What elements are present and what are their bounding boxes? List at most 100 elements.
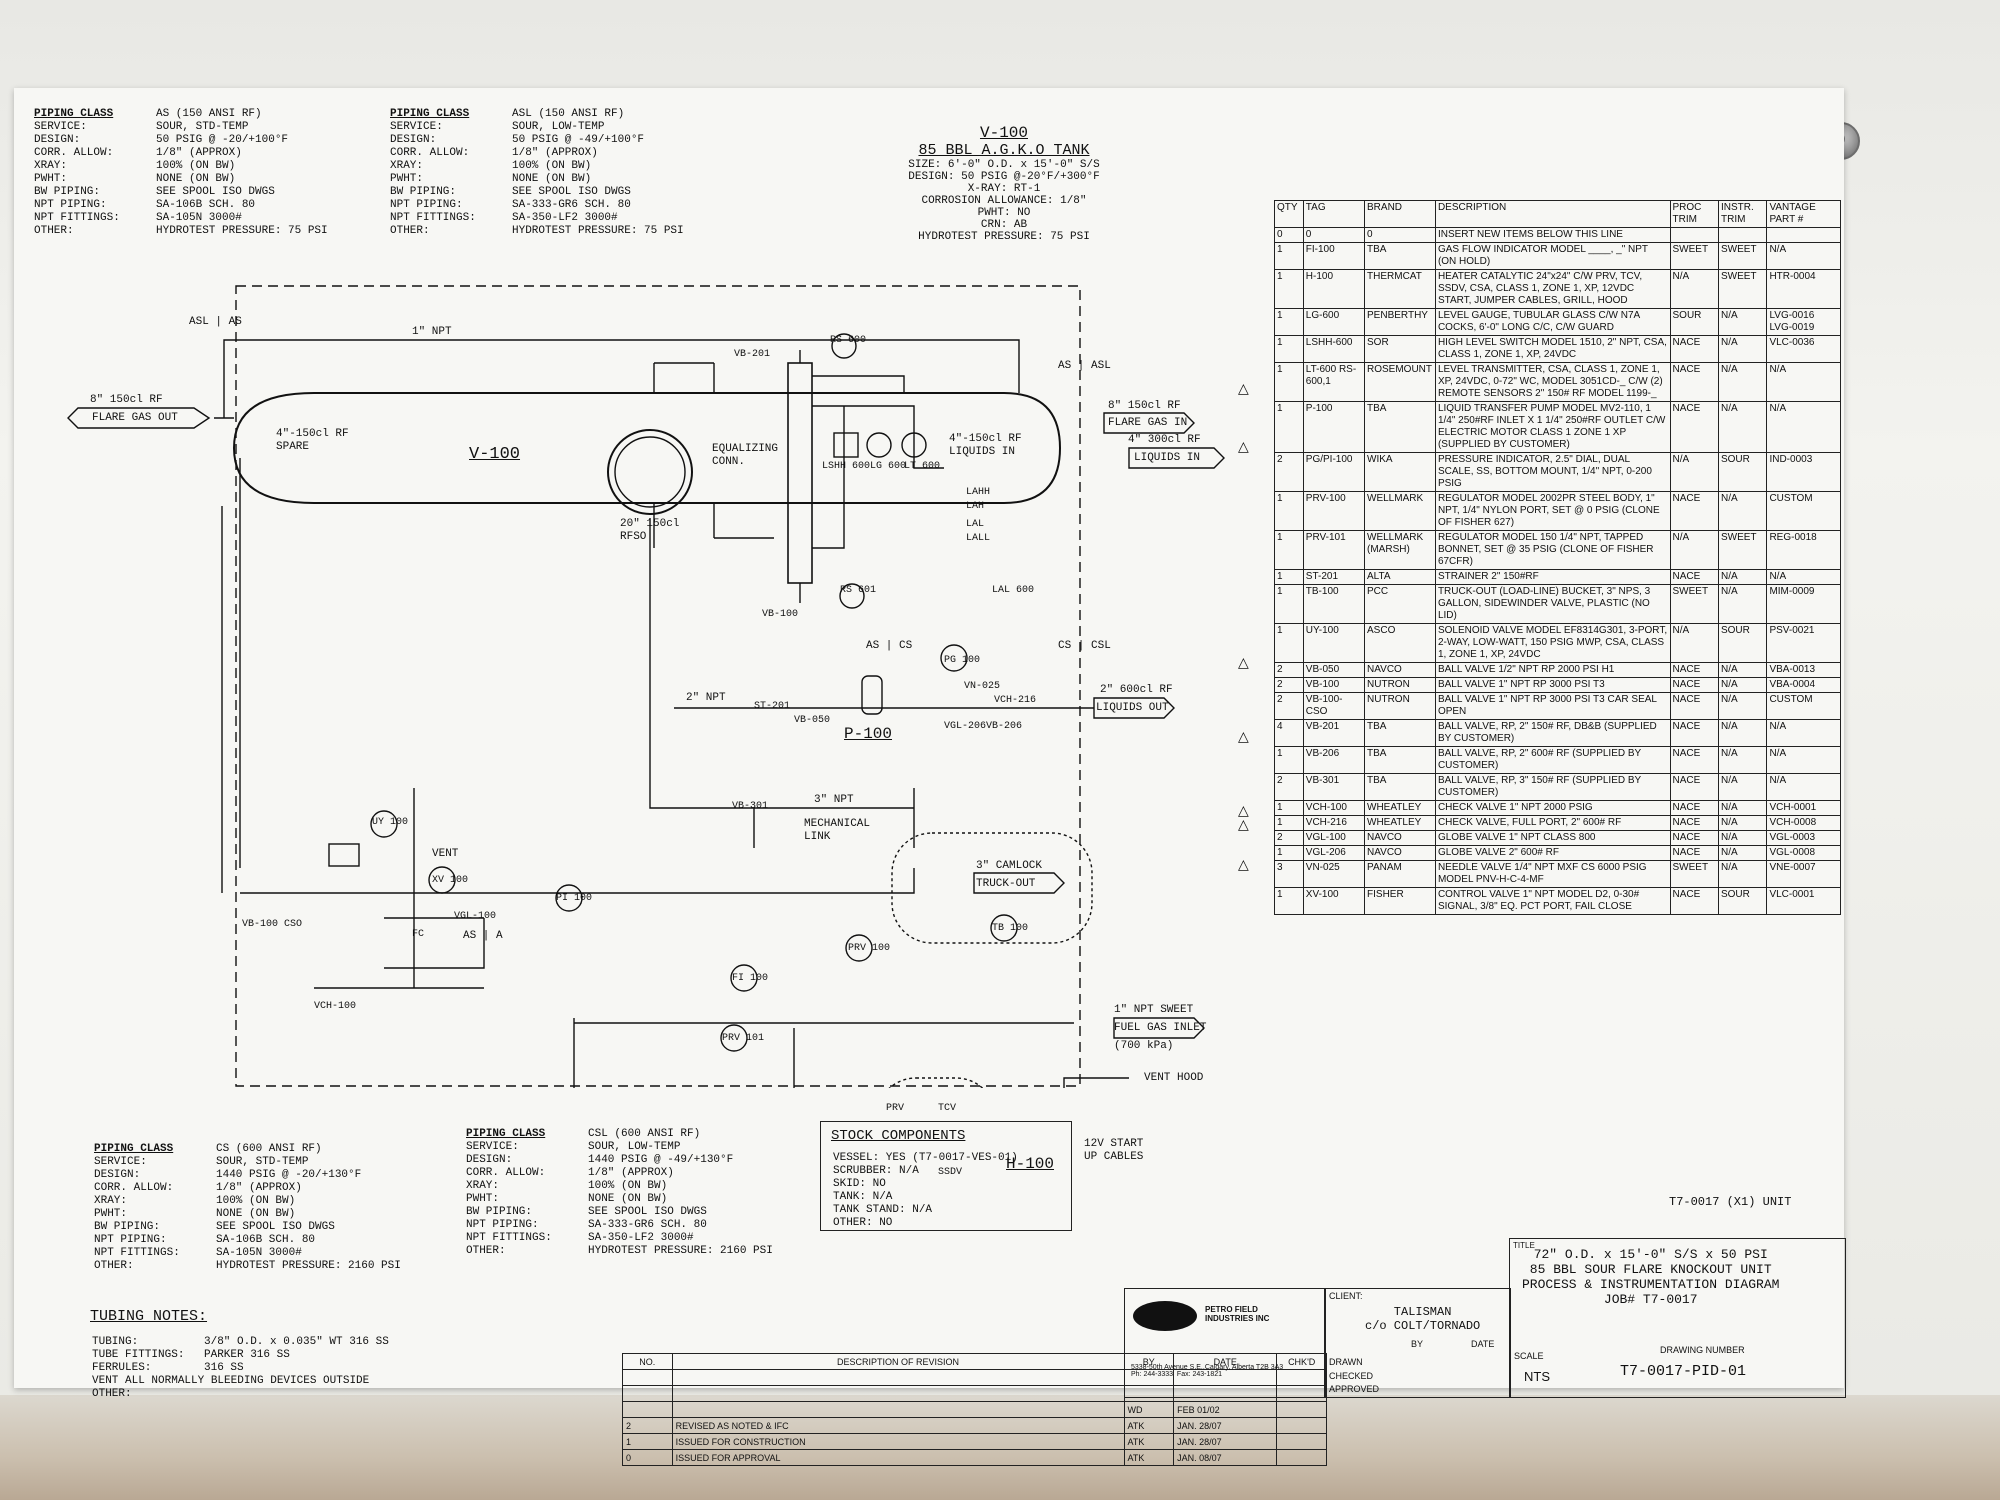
bom-cell: PRV-101	[1302, 530, 1366, 570]
spec-value: 100% (ON BW)	[156, 160, 236, 172]
bom-cell	[1717, 227, 1768, 243]
spec-key: PWHT:	[94, 1208, 128, 1220]
bom-cell: N/A	[1717, 569, 1768, 585]
revision-cell: 1	[622, 1433, 673, 1450]
bom-cell: N/A	[1717, 845, 1768, 861]
spec-value: SA-350-LF2 3000#	[588, 1232, 694, 1244]
pump-p100	[861, 675, 883, 715]
bom-cell: CUSTOM	[1766, 692, 1841, 720]
spec-row: XRAY:100% (ON BW)	[34, 160, 328, 173]
spec-value: CS (600 ANSI RF)	[216, 1143, 322, 1155]
revision-cell: JAN. 08/07	[1173, 1449, 1278, 1466]
revision-cell: JAN. 28/07	[1173, 1417, 1278, 1434]
instrument-tag-label: SSDV	[938, 1167, 963, 1178]
spec-value: SEE SPOOL ISO DWGS	[588, 1206, 707, 1218]
spec-key: CORR. ALLOW:	[466, 1167, 546, 1179]
spec-row: XRAY:100% (ON BW)	[390, 160, 684, 173]
bom-cell: SOR	[1364, 335, 1436, 363]
spec-row: DESIGN:50 PSIG @ -49/+100°F	[390, 134, 684, 147]
bom-cell: NACE	[1669, 719, 1719, 747]
bom-cell: NACE	[1669, 830, 1719, 846]
bom-cell: BALL VALVE 1" NPT RP 3000 PSI T3 CAR SEA…	[1434, 692, 1671, 720]
p100-label: P-100	[844, 725, 893, 743]
spec-value: SOUR, STD-TEMP	[216, 1156, 309, 1168]
bom-cell: PENBERTHY	[1364, 308, 1436, 336]
bom-cell: LSHH-600	[1302, 335, 1366, 363]
spec-row: BW PIPING:SEE SPOOL ISO DWGS	[466, 1206, 773, 1219]
skid-boundary	[235, 285, 1081, 1087]
tubing-note-value: PARKER 316 SS	[204, 1349, 290, 1361]
tubing-note-row: OTHER:	[92, 1388, 389, 1401]
equalizing-label: EQUALIZING CONN.	[712, 443, 779, 468]
instrument-lshh600	[833, 432, 859, 458]
instrument-pi100	[555, 884, 583, 912]
spec-key: OTHER:	[34, 225, 74, 237]
bom-cell: 1	[1274, 308, 1304, 336]
bom-header-cell: QTY	[1274, 200, 1304, 228]
spec-key: BW PIPING:	[34, 186, 101, 198]
bom-cell: 1	[1274, 401, 1304, 453]
bom-header-cell: VANTAGE PART #	[1766, 200, 1841, 228]
spec-row: DESIGN:50 PSIG @ -20/+100°F	[34, 134, 328, 147]
liquids-in-nozzle-label: 4"-150cl RF LIQUIDS IN	[949, 433, 1022, 458]
bom-cell: MIM-0009	[1766, 584, 1841, 624]
bom-cell: VCH-0008	[1766, 815, 1841, 831]
bom-cell: NACE	[1669, 815, 1719, 831]
bom-cell: NACE	[1669, 677, 1719, 693]
bom-cell: 2	[1274, 662, 1304, 678]
tubing-note-key: VENT ALL NORMALLY BLEEDING DEVICES OUTSI…	[92, 1375, 370, 1387]
instrument-tag-label: VCH-100	[314, 1001, 357, 1012]
bom-cell: PG/PI-100	[1302, 452, 1366, 492]
spec-key: NPT FITTINGS:	[94, 1247, 180, 1259]
spec-row: NPT FITTINGS:SA-105N 3000#	[34, 212, 328, 225]
camlock-label: 3" CAMLOCK	[976, 860, 1043, 872]
bom-cell: LIQUID TRANSFER PUMP MODEL MV2-110, 1 1/…	[1434, 401, 1671, 453]
vessel-spec-line: PWHT: NO	[977, 207, 1031, 219]
spec-value: ASL (150 ANSI RF)	[512, 108, 625, 120]
spec-row: NPT FITTINGS:SA-350-LF2 3000#	[466, 1232, 773, 1245]
bom-cell: GAS FLOW INDICATOR MODEL ____, _" NPT (O…	[1434, 242, 1671, 270]
bom-header-cell: PROC TRIM	[1669, 200, 1719, 228]
spec-key: CORR. ALLOW:	[94, 1182, 174, 1194]
bom-cell: LEVEL GAUGE, TUBULAR GLASS C/W N7A COCKS…	[1434, 308, 1671, 336]
revision-cell	[1276, 1417, 1327, 1434]
bom-cell: 1	[1274, 269, 1304, 309]
bom-cell: IND-0003	[1766, 452, 1841, 492]
truck-out-cloud	[891, 832, 1093, 944]
instrument-uy100-box	[328, 843, 360, 867]
instrument-tag-label: TCV	[938, 1103, 957, 1114]
company-address: 5338-50th Avenue S.E.,Calgary, Alberta T…	[1131, 1364, 1284, 1378]
bom-cell: VB-201	[1302, 719, 1366, 747]
revision-cell	[671, 1401, 1125, 1418]
spec-value: SOUR, LOW-TEMP	[512, 121, 605, 133]
liquids-in-arrow	[1128, 447, 1225, 469]
vent-label: VENT	[432, 848, 459, 860]
instrument-tag-label: VB-100	[762, 609, 799, 620]
truck-out-arrow	[973, 872, 1065, 894]
spec-key: PWHT:	[34, 173, 68, 185]
bom-cell: N/A	[1717, 860, 1768, 888]
spec-value: NONE (ON BW)	[512, 173, 592, 185]
fuel-gas-pressure: (700 kPa)	[1114, 1040, 1174, 1052]
bom-cell: STRAINER 2" 150#RF	[1434, 569, 1671, 585]
vent-hood-label: VENT HOOD	[1144, 1072, 1204, 1084]
bom-cell: N/A	[1669, 623, 1719, 663]
spec-key: NPT FITTINGS:	[34, 212, 120, 224]
revision-cell	[1276, 1449, 1327, 1466]
bom-cell: 1	[1274, 800, 1304, 816]
bom-cell: VCH-216	[1302, 815, 1366, 831]
instrument-tag-label: VCH-216	[994, 695, 1037, 706]
spec-row: SERVICE:SOUR, LOW-TEMP	[390, 121, 684, 134]
instrument-tag-label: PRV 101	[722, 1033, 765, 1044]
tubing-note-key: OTHER:	[92, 1388, 132, 1400]
bom-cell: N/A	[1766, 569, 1841, 585]
bom-cell: SWEET	[1669, 860, 1719, 888]
